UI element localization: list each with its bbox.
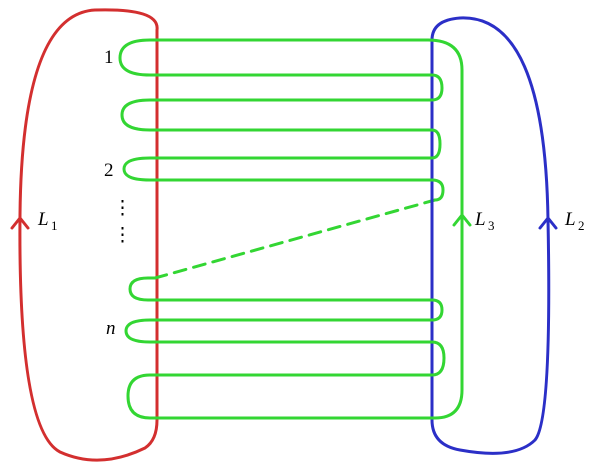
l2-label: L: [564, 209, 576, 230]
strand-label-n: n: [106, 318, 116, 339]
strand-label-1: 1: [104, 47, 114, 68]
l3-right-caps: [426, 38, 472, 420]
l2-link-component: [430, 16, 558, 455]
l3-arrow-icon: [452, 213, 472, 227]
l3-cap-1b: [120, 98, 157, 132]
l3-dashed-strand: [153, 198, 437, 280]
l1-arrow-icon: [10, 216, 30, 230]
l3-cap-n0: [128, 276, 157, 302]
l1-curve: [18, 8, 159, 462]
l3-outer-loop: [426, 38, 464, 420]
l3-label: L: [474, 209, 486, 230]
labels: 1 2 n ⋮ ⋮ L 1 L 3 L 2: [37, 47, 585, 339]
l2-curve: [430, 16, 551, 455]
l3-label-sub: 3: [488, 218, 495, 233]
l3-cap-1: [118, 38, 157, 77]
l3-right-cap: [426, 340, 446, 377]
strand-label-2: 2: [104, 160, 114, 181]
l3-cap-n: [124, 318, 157, 344]
l1-label: L: [37, 209, 49, 230]
l3-right-cap: [426, 128, 442, 160]
l3-right-cap: [426, 298, 444, 322]
l3-cap-2: [122, 156, 157, 182]
l1-link-component: [10, 8, 159, 462]
l2-label-sub: 2: [578, 218, 585, 233]
l3-right-cap: [426, 73, 444, 102]
l3-cap-n2: [126, 373, 157, 420]
l2-arrow-icon: [538, 216, 558, 230]
l3-horizontal-strands: [153, 38, 437, 420]
vdots-top: ⋮: [113, 198, 132, 219]
vdots-bottom: ⋮: [113, 225, 132, 246]
l1-label-sub: 1: [51, 218, 58, 233]
l3-right-cap: [426, 178, 445, 202]
l3-behind-l1: [118, 38, 157, 420]
